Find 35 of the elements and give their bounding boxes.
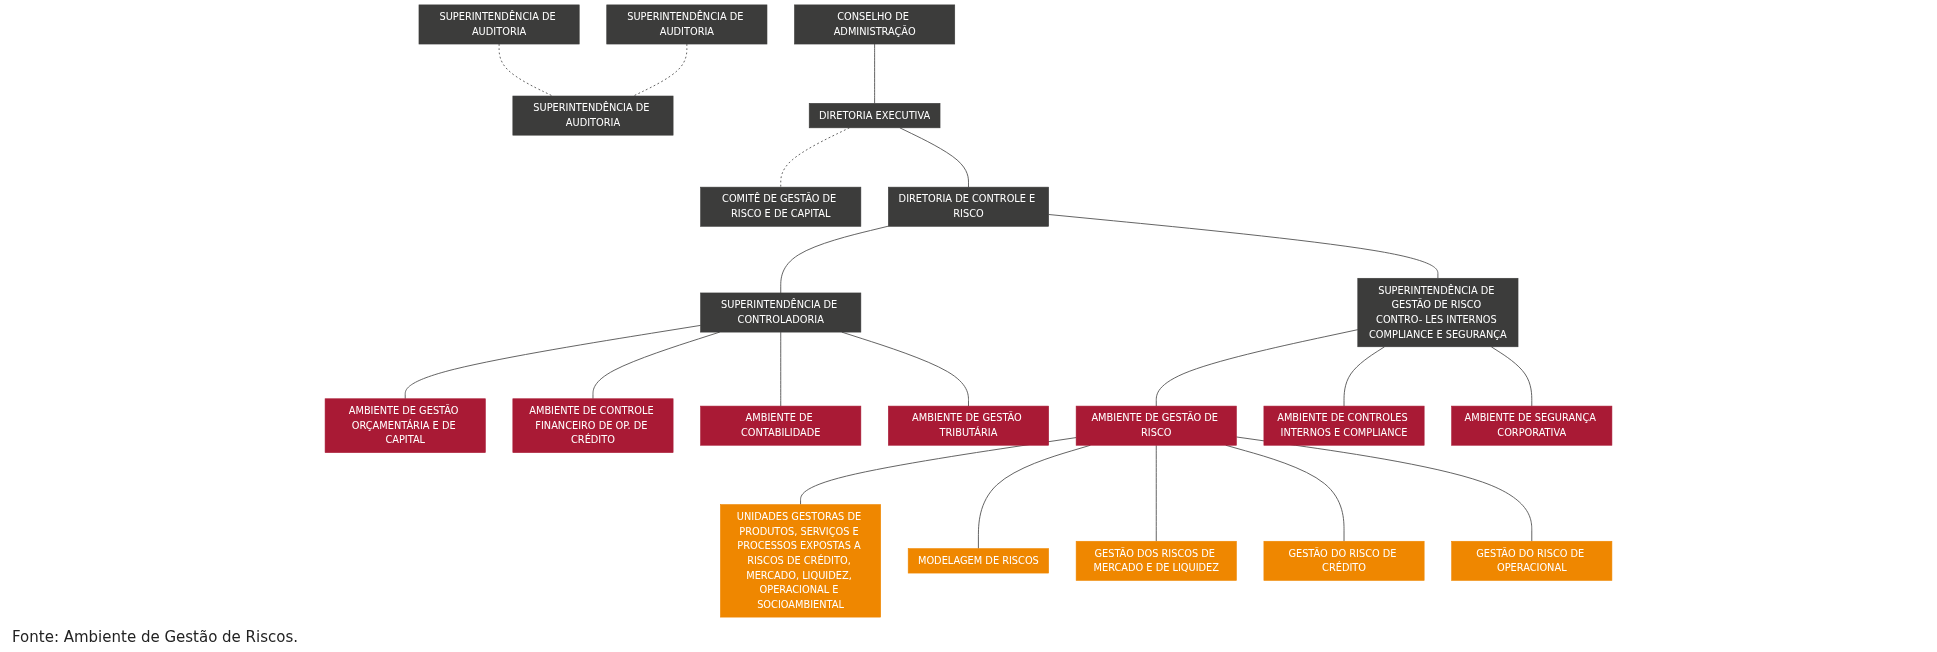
node-box: SUPERINTENDÊNCIA DE CONTROLADORIA	[700, 292, 862, 333]
node-box: CONSELHO DE ADMINISTRAÇÃO	[794, 4, 956, 45]
node-box: SUPERINTENDÊNCIA DE AUDITORIA	[512, 95, 674, 136]
node-box: AMBIENTE DE GESTÃO TRIBUTÁRIA	[888, 405, 1049, 446]
connector	[780, 225, 889, 294]
node-box: DIRETORIA DE CONTROLE E RISCO	[888, 186, 1049, 227]
node-box: GESTÃO DO RISCO DE CRÉDITO	[1263, 540, 1425, 581]
connector	[874, 43, 876, 104]
node-box: SUPERINTENDÊNCIA DE AUDITORIA	[418, 4, 580, 45]
connector	[1155, 444, 1157, 542]
node-box: AMBIENTE DE CONTABILIDADE	[700, 405, 862, 446]
connector	[800, 437, 1077, 506]
connector	[1490, 346, 1533, 407]
node-box: GESTÃO DOS RISCOS DE MERCADO E DE LIQUIDEZ	[1075, 540, 1237, 581]
node-box: UNIDADES GESTORAS DE PRODUTOS, SERVIÇOS E PROCESSOS EXPOSTAS A RISCOS DE CRÉDITO, MERCADO, LIQUIDEZ, OPERACIONAL E SOCIOAMBIENTAL	[720, 504, 881, 618]
node-box: COMITÊ DE GESTÃO DE RISCO E DE CAPITAL	[700, 186, 862, 227]
connector	[899, 127, 969, 188]
node-box: AMBIENTE DE GESTÃO ORÇAMENTÁRIA E DE CAPITAL	[324, 398, 486, 453]
connector	[780, 127, 850, 188]
caption: Fonte: Ambiente de Gestão de Riscos.	[12, 628, 299, 646]
connector	[1235, 436, 1533, 542]
node-box: AMBIENTE DE CONTROLE FINANCEIRO DE OP. DE CRÉDITO	[512, 398, 674, 453]
node-box: AMBIENTE DE GESTÃO DE RISCO	[1075, 405, 1237, 446]
connector	[780, 331, 782, 407]
node-box: SUPERINTENDÊNCIA DE GESTÃO DE RISCO CONTRO- LES INTERNOS COMPLIANCE E SEGURANÇA	[1357, 277, 1519, 348]
node-box: DIRETORIA EXECUTIVA	[808, 103, 941, 129]
node-box: GESTÃO DO RISCO DE OPERACIONAL	[1451, 540, 1613, 581]
connector	[1048, 214, 1439, 279]
node-box: MODELAGEM DE RISCOS	[907, 548, 1049, 574]
node-box: AMBIENTE DE CONTROLES INTERNOS E COMPLIANCE	[1263, 405, 1425, 446]
node-box: AMBIENTE DE SEGURANÇA CORPORATIVA	[1451, 405, 1613, 446]
connector	[1155, 329, 1359, 407]
connector	[404, 324, 702, 400]
connector	[1343, 346, 1385, 407]
node-box: SUPERINTENDÊNCIA DE AUDITORIA	[606, 4, 768, 45]
